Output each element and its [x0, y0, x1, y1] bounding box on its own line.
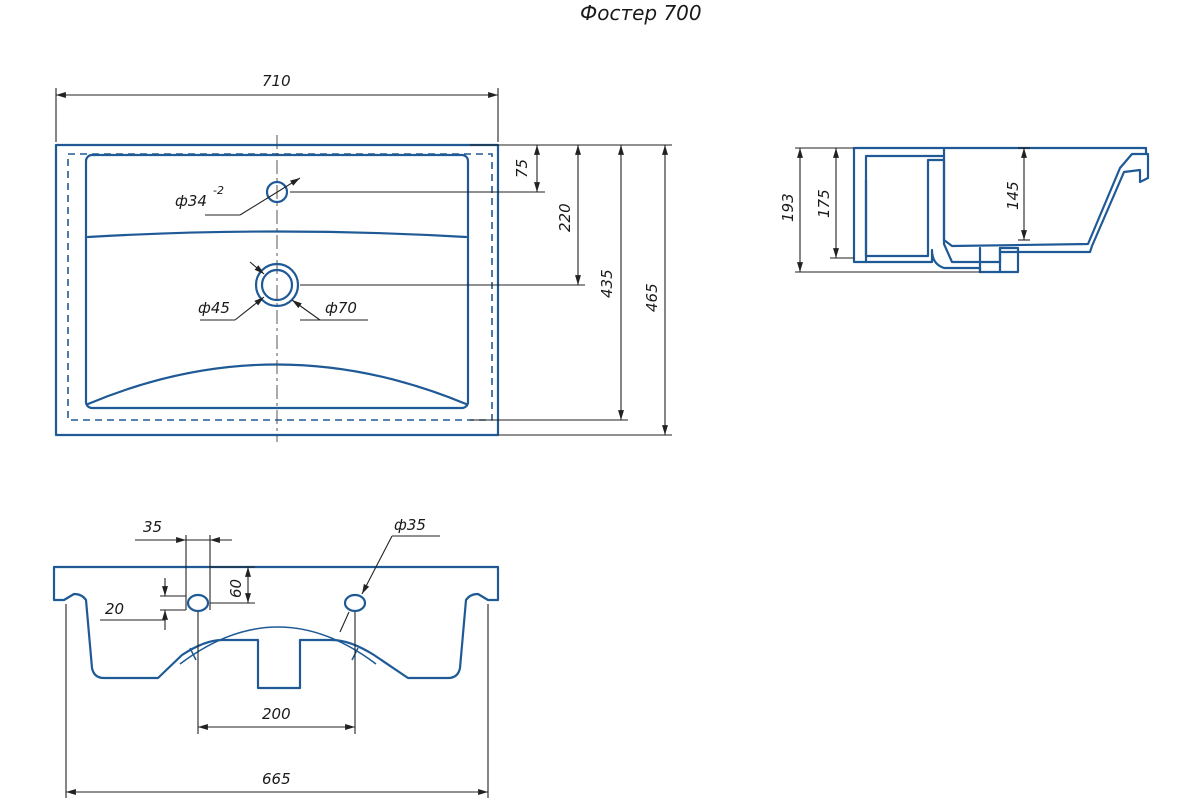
tap-hole — [265, 180, 289, 204]
drain-outer-label: ф70 — [325, 299, 357, 317]
section-body — [852, 146, 1020, 274]
rim-top — [942, 146, 1148, 156]
drain-inner-label: ф45 — [198, 299, 230, 317]
hole-diameter-label: ф35 — [394, 516, 426, 534]
dim-435: 435 — [598, 269, 616, 298]
dim-35: 35 — [143, 518, 162, 536]
drawing-title: Фостер 700 — [580, 1, 702, 25]
front-view: 35 60 20 ф35 200 665 — [52, 516, 500, 798]
overflow-hole-right — [343, 593, 367, 613]
overflow-hole-left — [186, 593, 210, 613]
tap-hole-label: ф34 — [175, 192, 207, 210]
bowl-detail — [189, 647, 359, 661]
hidden-edge — [67, 153, 493, 421]
dim-60: 60 — [227, 579, 245, 598]
dim-465: 465 — [643, 283, 661, 312]
dim-75: 75 — [513, 159, 531, 178]
front-curve — [86, 363, 468, 406]
dim-200: 200 — [262, 705, 291, 723]
bowl-section — [942, 152, 1150, 254]
ledge-line — [86, 230, 468, 239]
dim-220: 220 — [556, 203, 574, 232]
dim-193: 193 — [779, 193, 797, 222]
side-view: 193 175 145 — [779, 146, 1150, 274]
dim-710: 710 — [262, 72, 291, 90]
dim-20: 20 — [105, 600, 124, 618]
tap-hole-tolerance: -2 — [213, 184, 224, 197]
dim-175: 175 — [815, 189, 833, 218]
bowl-bottom-curve — [179, 626, 377, 665]
front-outline — [52, 565, 500, 690]
top-view: 710 75 220 435 465 ф34 -2 ф45 ф70 — [54, 72, 672, 442]
drain-inner — [260, 268, 294, 302]
drain-section — [978, 246, 1002, 274]
drain-outer — [254, 262, 300, 308]
dim-145: 145 — [1004, 181, 1022, 210]
dim-665: 665 — [262, 770, 291, 788]
